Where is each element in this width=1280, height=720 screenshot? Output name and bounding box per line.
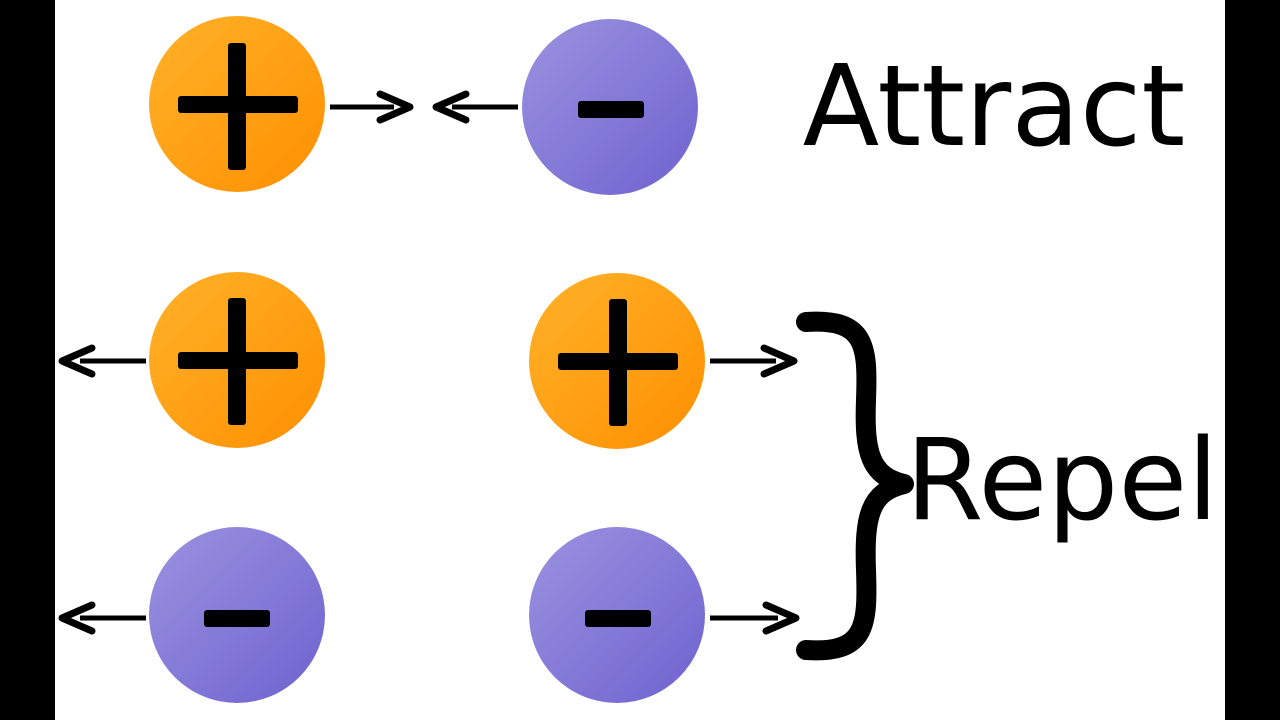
pair-repel-negative [58, 527, 800, 703]
pair-repel-positive [58, 272, 798, 449]
arrow-right-2 [710, 344, 798, 378]
arrow-left-1 [432, 90, 518, 124]
positive-charge-3 [529, 273, 705, 449]
negative-charge-1 [522, 19, 698, 195]
positive-charge-1 [149, 16, 325, 192]
arrow-right-1 [330, 90, 414, 124]
plus-icon [558, 299, 678, 426]
negative-charge-3 [529, 527, 705, 703]
arrow-left-2 [58, 344, 146, 378]
arrow-right-3 [710, 601, 800, 635]
plus-icon [178, 298, 298, 425]
minus-icon [585, 610, 651, 627]
negative-charge-2 [149, 527, 325, 703]
repel-label: Repel [906, 416, 1219, 546]
arrow-left-3 [58, 601, 146, 635]
minus-icon [578, 101, 644, 118]
positive-charge-2 [149, 272, 325, 448]
pair-attract: Attract [149, 16, 1185, 195]
curly-brace [796, 311, 914, 661]
minus-icon [204, 610, 270, 627]
plus-icon [178, 43, 298, 170]
attract-label: Attract [803, 42, 1186, 172]
